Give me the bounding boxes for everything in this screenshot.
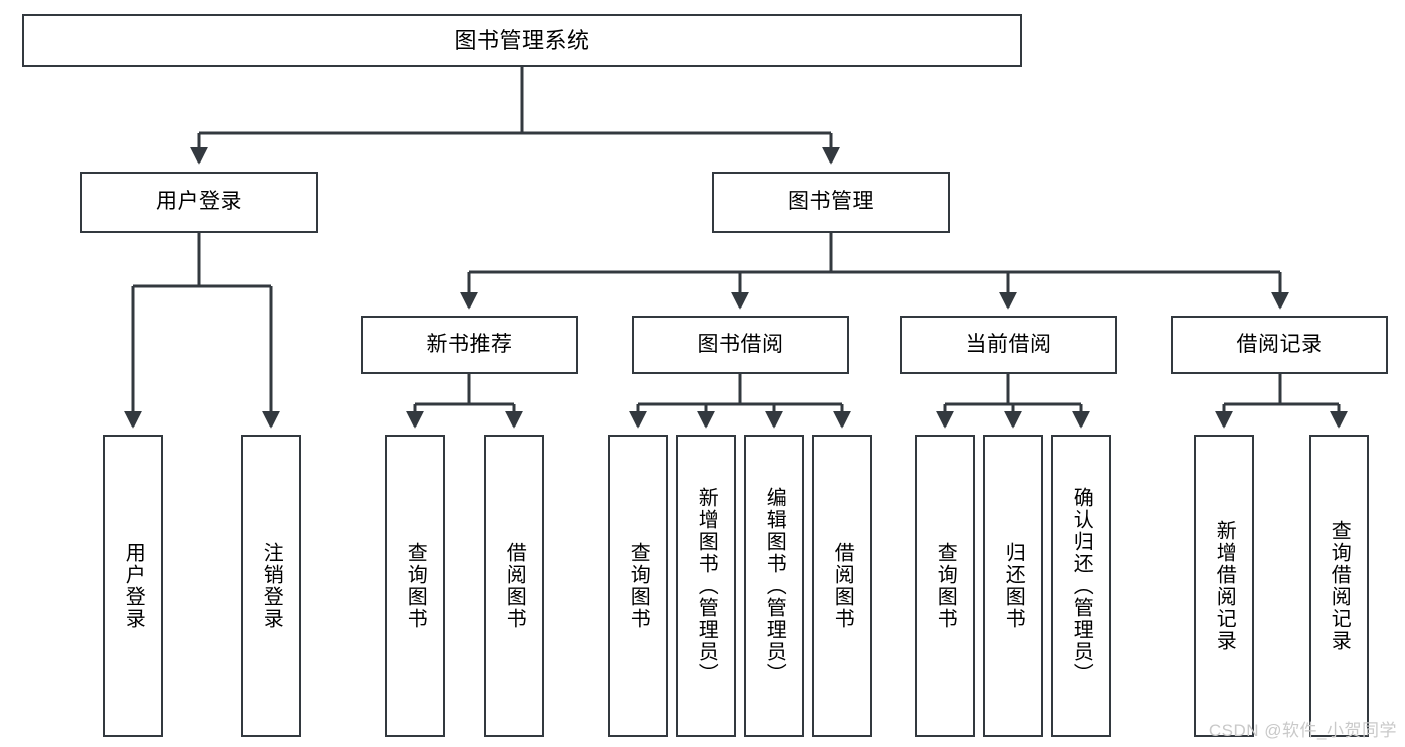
node-leaf-confirm-return-label: 确认归还（管理员） [1070,487,1093,685]
node-leaf-borrow-book-1[interactable]: 借阅图书 [484,435,544,737]
node-user-login[interactable]: 用户登录 [80,172,318,233]
node-leaf-logout-login[interactable]: 注销登录 [241,435,301,737]
node-leaf-edit-book[interactable]: 编辑图书（管理员） [744,435,804,737]
node-root-system-label: 图书管理系统 [454,27,590,53]
node-user-login-label: 用户登录 [156,190,242,214]
node-leaf-borrow-book-2[interactable]: 借阅图书 [812,435,872,737]
node-leaf-confirm-return[interactable]: 确认归还（管理员） [1051,435,1111,737]
node-leaf-user-login-label: 用户登录 [122,542,145,630]
node-leaf-query-book-3-label: 查询图书 [934,542,957,630]
node-book-borrow-label: 图书借阅 [697,332,784,356]
node-leaf-query-record-label: 查询借阅记录 [1328,520,1351,652]
node-borrow-record-label: 借阅记录 [1236,332,1323,356]
node-book-manage-label: 图书管理 [788,190,874,214]
node-book-borrow[interactable]: 图书借阅 [632,316,849,374]
node-leaf-add-record-label: 新增借阅记录 [1213,520,1236,652]
node-new-book-recommend[interactable]: 新书推荐 [361,316,578,374]
node-new-book-recommend-label: 新书推荐 [426,332,513,356]
node-leaf-borrow-book-1-label: 借阅图书 [503,542,526,630]
node-book-manage[interactable]: 图书管理 [712,172,950,233]
node-leaf-add-book[interactable]: 新增图书（管理员） [676,435,736,737]
node-leaf-user-login[interactable]: 用户登录 [103,435,163,737]
node-leaf-query-book-2-label: 查询图书 [627,542,650,630]
node-leaf-query-book-1[interactable]: 查询图书 [385,435,445,737]
node-borrow-record[interactable]: 借阅记录 [1171,316,1388,374]
node-leaf-query-book-2[interactable]: 查询图书 [608,435,668,737]
node-leaf-query-record[interactable]: 查询借阅记录 [1309,435,1369,737]
node-leaf-edit-book-label: 编辑图书（管理员） [763,487,786,685]
node-leaf-add-record[interactable]: 新增借阅记录 [1194,435,1254,737]
node-leaf-return-book[interactable]: 归还图书 [983,435,1043,737]
node-leaf-query-book-3[interactable]: 查询图书 [915,435,975,737]
csdn-watermark: CSDN @软件_小贺同学 [1208,721,1397,740]
node-leaf-logout-login-label: 注销登录 [260,542,283,630]
node-leaf-query-book-1-label: 查询图书 [404,542,427,630]
node-leaf-return-book-label: 归还图书 [1002,542,1025,630]
node-current-borrow-label: 当前借阅 [965,332,1052,356]
node-root-system[interactable]: 图书管理系统 [22,14,1022,67]
node-leaf-add-book-label: 新增图书（管理员） [695,487,718,685]
node-current-borrow[interactable]: 当前借阅 [900,316,1117,374]
node-leaf-borrow-book-2-label: 借阅图书 [831,542,854,630]
